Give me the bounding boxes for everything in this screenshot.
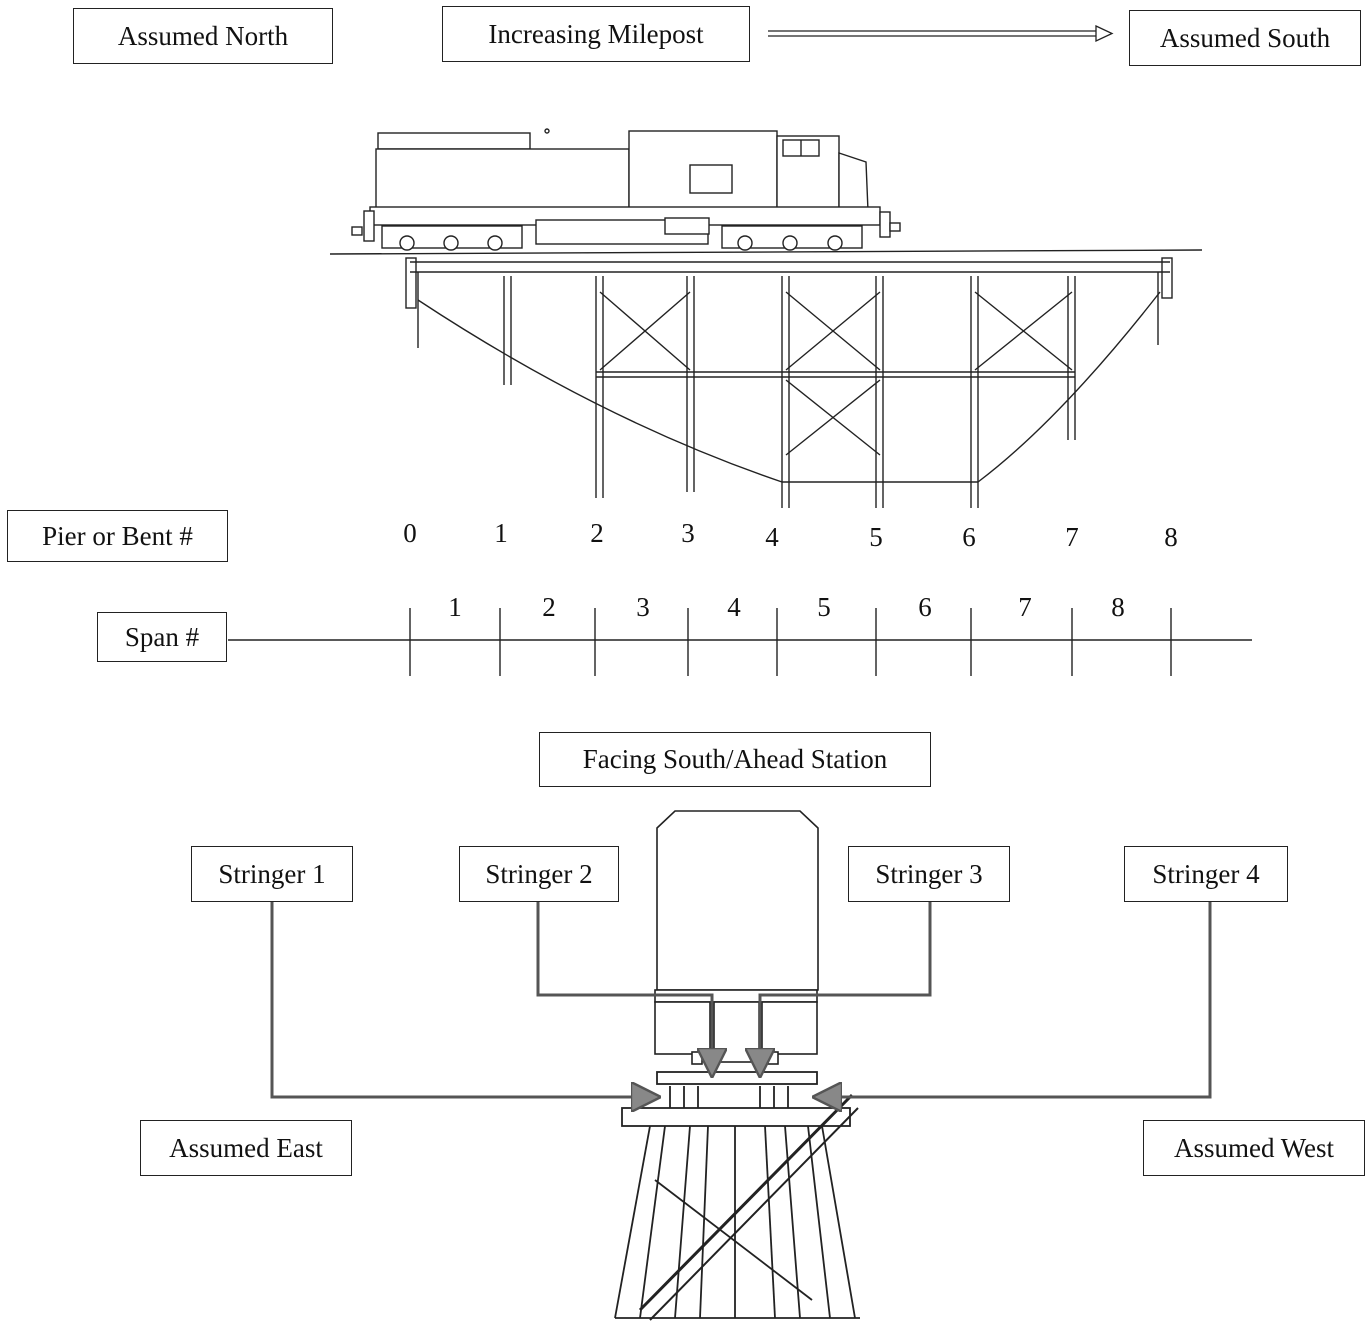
span-number-label: Span # (97, 612, 227, 662)
pier-number: 1 (494, 518, 508, 548)
increasing-milepost-label: Increasing Milepost (442, 6, 750, 62)
pier-or-bent-label: Pier or Bent # (7, 510, 228, 562)
span-number: 8 (1111, 592, 1125, 622)
pier-number: 5 (869, 522, 883, 552)
span-number: 4 (727, 592, 741, 622)
stringer-2-label: Stringer 2 (459, 846, 619, 902)
pier-number: 2 (590, 518, 604, 548)
milepost-arrow (768, 24, 1114, 43)
pier-number: 4 (765, 522, 779, 552)
assumed-south-label: Assumed South (1129, 10, 1361, 66)
assumed-east-label: Assumed East (140, 1120, 352, 1176)
span-number: 6 (918, 592, 932, 622)
pier-number: 8 (1164, 522, 1178, 552)
span-number: 3 (636, 592, 650, 622)
span-line (228, 608, 1252, 676)
pier-number: 7 (1065, 522, 1079, 552)
pier-number: 6 (962, 522, 976, 552)
stringer-leaders (270, 902, 1212, 1097)
span-number: 2 (542, 592, 556, 622)
assumed-west-label: Assumed West (1143, 1120, 1365, 1176)
span-number: 1 (448, 592, 462, 622)
end-view-bent (614, 1071, 860, 1321)
locomotive-side-view (351, 128, 901, 251)
stringer-1-label: Stringer 1 (191, 846, 353, 902)
assumed-north-label: Assumed North (73, 8, 333, 64)
span-number: 5 (817, 592, 831, 622)
stringer-3-label: Stringer 3 (848, 846, 1010, 902)
end-view-locomotive (654, 810, 819, 1065)
trestle-elevation (329, 249, 1203, 508)
pier-number: 0 (403, 518, 417, 548)
pier-number: 3 (681, 518, 695, 548)
stringer-4-label: Stringer 4 (1124, 846, 1288, 902)
span-number: 7 (1018, 592, 1032, 622)
facing-south-label: Facing South/Ahead Station (539, 732, 931, 787)
